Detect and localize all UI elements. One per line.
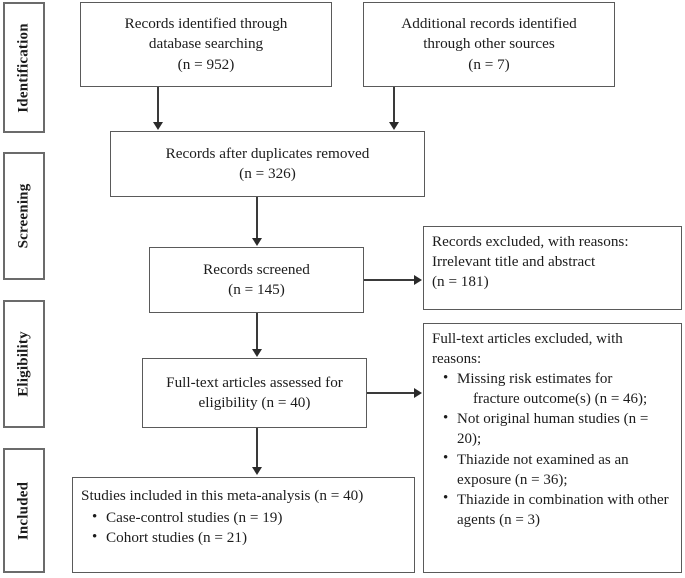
arrowhead-duplicates-to-screened xyxy=(252,238,262,246)
connector-screened-to-excluded xyxy=(364,279,415,281)
box-duplicates-removed-line-1: Records after duplicates removed xyxy=(165,144,370,162)
bullet-icon: • xyxy=(443,369,449,386)
box-fulltext-assessed-line-1: Full-text articles assessed for xyxy=(166,373,343,391)
bullet-icon: • xyxy=(92,508,98,525)
box-additional-records-line-3: (n = 7) xyxy=(468,55,510,73)
box-fulltext-assessed-line-2: eligibility (n = 40) xyxy=(198,394,311,411)
box-records-screened-line-1: Records screened xyxy=(203,260,310,278)
list-item: • Thiazide not examined as an exposure (… xyxy=(440,450,674,490)
arrowhead-fulltext-to-excluded xyxy=(414,388,422,398)
stage-label-identification: Identification xyxy=(3,2,45,133)
list-item-label: Case-control studies (n = 19) xyxy=(106,509,283,527)
stage-label-eligibility: Eligibility xyxy=(3,300,45,428)
connector-duplicates-to-screened xyxy=(256,197,258,238)
box-fulltext-excluded-heading-line-1: Full-text articles excluded, with xyxy=(432,331,623,347)
stage-label-screening: Screening xyxy=(3,152,45,280)
stage-label-screening-text: Screening xyxy=(15,183,32,249)
fulltext-excluded-reason-list: • Missing risk estimates for fracture ou… xyxy=(432,369,674,530)
arrowhead-screened-to-excluded xyxy=(414,275,422,285)
list-item: • Missing risk estimates for fracture ou… xyxy=(440,369,674,409)
box-records-identified: Records identified through database sear… xyxy=(80,2,332,87)
box-additional-records-line-2: through other sources xyxy=(423,35,555,53)
bullet-icon: • xyxy=(443,490,449,507)
list-item-label: Thiazide not examined as an exposure (n … xyxy=(457,451,629,488)
arrowhead-identified-to-duplicates xyxy=(153,122,163,130)
connector-additional-to-duplicates xyxy=(393,87,395,123)
box-additional-records-line-1: Additional records identified xyxy=(401,15,577,33)
box-fulltext-assessed: Full-text articles assessed for eligibil… xyxy=(142,358,367,428)
box-studies-included: Studies included in this meta-analysis (… xyxy=(72,477,415,573)
box-records-excluded-line-3: (n = 181) xyxy=(432,273,489,291)
connector-identified-to-duplicates xyxy=(157,87,159,123)
list-item-continuation: fracture outcome(s) (n = 46); xyxy=(473,391,648,408)
box-records-identified-line-2: database searching xyxy=(148,35,264,53)
list-item-label: Missing risk estimates for xyxy=(457,371,613,388)
stage-label-eligibility-text: Eligibility xyxy=(15,331,32,397)
box-fulltext-excluded-heading-line-2: reasons: xyxy=(432,351,482,368)
box-duplicates-removed: Records after duplicates removed (n = 32… xyxy=(110,131,425,197)
stage-label-included-text: Included xyxy=(15,481,32,540)
list-item: • Case-control studies (n = 19) xyxy=(89,508,407,528)
box-records-excluded-line-2: Irrelevant title and abstract xyxy=(432,253,596,271)
box-records-excluded-line-1: Records excluded, with reasons: xyxy=(432,233,629,250)
bullet-icon: • xyxy=(92,528,98,545)
box-records-excluded: Records excluded, with reasons: Irreleva… xyxy=(423,226,682,310)
box-records-identified-line-1: Records identified through xyxy=(124,15,288,33)
list-item: • Not original human studies (n = 20); xyxy=(440,409,674,449)
stage-label-identification-text: Identification xyxy=(15,22,32,113)
list-item: • Cohort studies (n = 21) xyxy=(89,528,407,548)
box-records-screened-line-2: (n = 145) xyxy=(228,281,285,298)
box-studies-included-heading: Studies included in this meta-analysis (… xyxy=(81,487,364,504)
bullet-icon: • xyxy=(443,450,449,467)
list-item-label: Cohort studies (n = 21) xyxy=(106,529,248,547)
connector-fulltext-to-excluded xyxy=(367,392,415,394)
arrowhead-additional-to-duplicates xyxy=(389,122,399,130)
arrowhead-screened-to-fulltext xyxy=(252,349,262,357)
box-records-identified-line-3: (n = 952) xyxy=(177,55,235,73)
connector-fulltext-to-included xyxy=(256,428,258,468)
box-additional-records: Additional records identified through ot… xyxy=(363,2,615,87)
connector-screened-to-fulltext xyxy=(256,313,258,350)
list-item: • Thiazide in combination with other age… xyxy=(440,490,674,530)
list-item-label: Thiazide in combination with other agent… xyxy=(457,491,669,528)
box-records-screened: Records screened (n = 145) xyxy=(149,247,364,313)
list-item-label: Not original human studies (n = 20); xyxy=(457,411,649,448)
studies-included-list: • Case-control studies (n = 19) • Cohort… xyxy=(81,508,407,548)
stage-label-included: Included xyxy=(3,448,45,573)
arrowhead-fulltext-to-included xyxy=(252,467,262,475)
box-fulltext-excluded: Full-text articles excluded, with reason… xyxy=(423,323,682,573)
box-duplicates-removed-line-2: (n = 326) xyxy=(239,165,296,182)
bullet-icon: • xyxy=(443,409,449,426)
